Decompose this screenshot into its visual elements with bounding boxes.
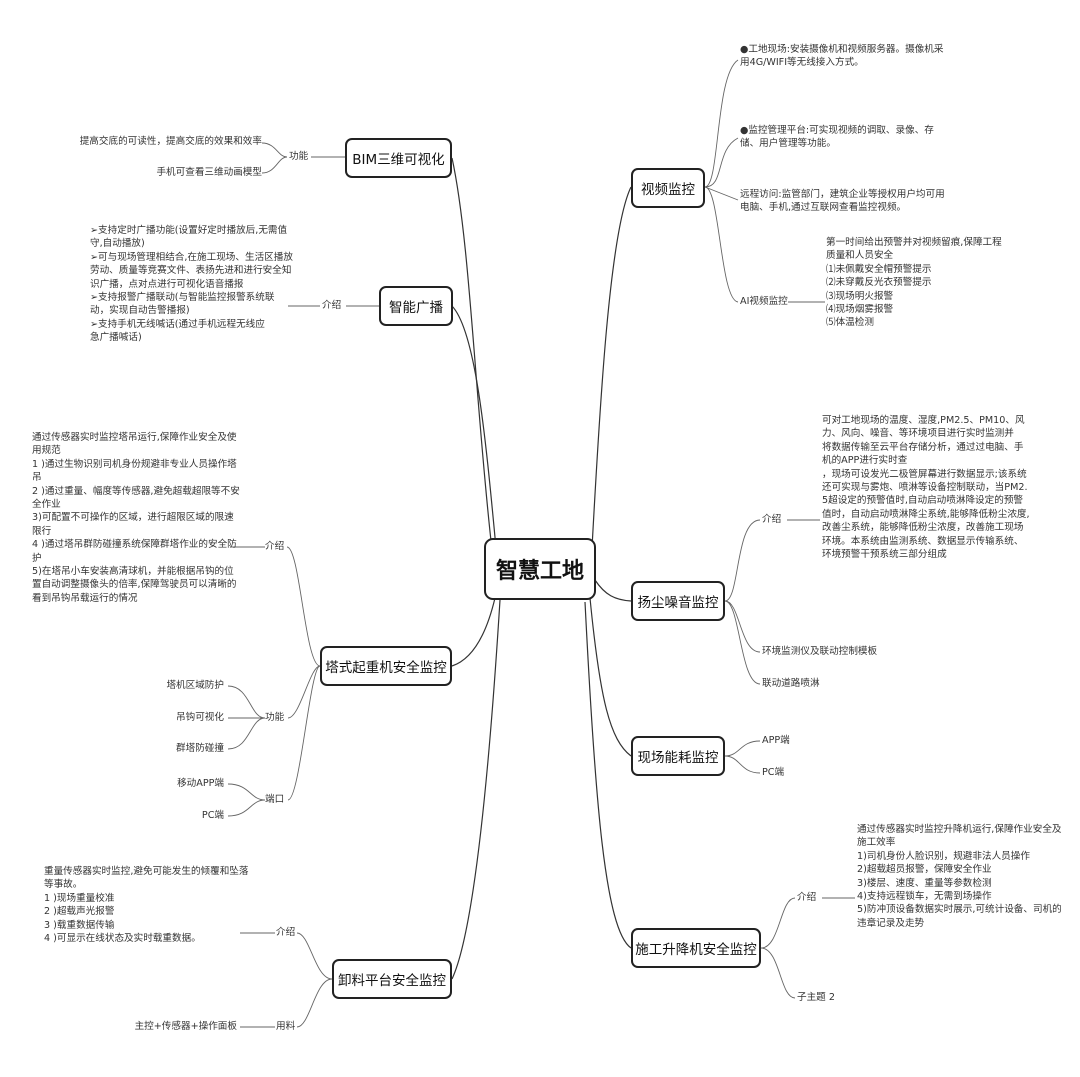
dust-intro-label: 介绍 bbox=[762, 514, 782, 525]
video-ai-text: 第一时间给出预警并对视频留痕,保障工程 质量和人员安全 ⑴未佩戴安全帽预警提示 … bbox=[826, 237, 1002, 329]
tower-intro-label: 介绍 bbox=[265, 541, 285, 552]
tower-port-label: 端口 bbox=[265, 794, 285, 805]
node-smart-broadcast[interactable]: 智能广播 bbox=[379, 286, 453, 326]
unload-intro-label: 介绍 bbox=[276, 927, 296, 938]
dust-item: 环境监测仪及联动控制模板 bbox=[762, 646, 878, 657]
node-energy-monitoring[interactable]: 现场能耗监控 bbox=[631, 736, 725, 776]
tower-function-label: 功能 bbox=[265, 712, 285, 723]
node-bim-visualization[interactable]: BIM三维可视化 bbox=[345, 138, 452, 178]
dust-intro-text: 可对工地现场的温度、湿度,PM2.5、PM10、风 力、风向、噪音、等环境项目进… bbox=[822, 415, 1030, 561]
tower-function-item: 吊钩可视化 bbox=[176, 712, 224, 723]
root-branch-lines bbox=[451, 157, 632, 980]
bim-leaf: 手机可查看三维动画模型 bbox=[156, 167, 262, 178]
video-item: ●工地现场:安装摄像机和视频服务器。摄像机采 用4G/WIFI等无线接入方式。 bbox=[740, 44, 944, 69]
lift-intro-label: 介绍 bbox=[797, 892, 817, 903]
video-item: ●监控管理平台:可实现视频的调取、录像、存 储、用户管理等功能。 bbox=[740, 125, 934, 150]
node-video-monitoring[interactable]: 视频监控 bbox=[631, 168, 705, 208]
tower-port-item: 移动APP端 bbox=[177, 778, 224, 789]
broadcast-intro-text: ➢支持定时广播功能(设置好定时播放后,无需值 守,自动播放) ➢可与现场管理相结… bbox=[90, 225, 293, 344]
tower-function-item: 群塔防碰撞 bbox=[176, 743, 224, 754]
broadcast-intro-label: 介绍 bbox=[322, 300, 342, 311]
unload-material-text: 主控+传感器+操作面板 bbox=[134, 1021, 237, 1032]
node-dust-noise-monitoring[interactable]: 扬尘噪音监控 bbox=[631, 581, 725, 621]
node-construction-lift-monitoring[interactable]: 施工升降机安全监控 bbox=[631, 928, 761, 968]
lift-subtopic: 子主题 2 bbox=[797, 992, 835, 1003]
node-unloading-platform-monitoring[interactable]: 卸料平台安全监控 bbox=[332, 959, 452, 999]
video-ai-label: AI视频监控 bbox=[740, 296, 788, 307]
tower-intro-text: 通过传感器实时监控塔吊运行,保障作业安全及使 用规范 1 )通过生物识别司机身份… bbox=[32, 432, 240, 604]
bim-function-label: 功能 bbox=[289, 151, 309, 162]
tower-function-item: 塔机区域防护 bbox=[166, 680, 224, 691]
video-item: 远程访问:监管部门，建筑企业等授权用户均可用 电脑、手机,通过互联网查看监控视频… bbox=[740, 189, 945, 214]
energy-leaf: PC端 bbox=[762, 767, 785, 778]
lift-intro-text: 通过传感器实时监控升降机运行,保障作业安全及 施工效率 1)司机身份人脸识别，规… bbox=[857, 824, 1062, 929]
bim-leaf: 提高交底的可读性，提高交底的效果和效率 bbox=[79, 136, 262, 147]
node-tower-crane-monitoring[interactable]: 塔式起重机安全监控 bbox=[320, 646, 452, 686]
energy-leaf: APP端 bbox=[762, 735, 790, 746]
dust-item: 联动道路喷淋 bbox=[762, 678, 820, 689]
sub-branch-lines bbox=[227, 59, 855, 1028]
root-node[interactable]: 智慧工地 bbox=[484, 538, 596, 600]
tower-port-item: PC端 bbox=[201, 810, 224, 821]
unload-intro-text: 重量传感器实时监控,避免可能发生的倾覆和坠落 等事故。 1 )现场重量校准 2 … bbox=[44, 866, 249, 945]
unload-material-label: 用料 bbox=[276, 1021, 296, 1032]
